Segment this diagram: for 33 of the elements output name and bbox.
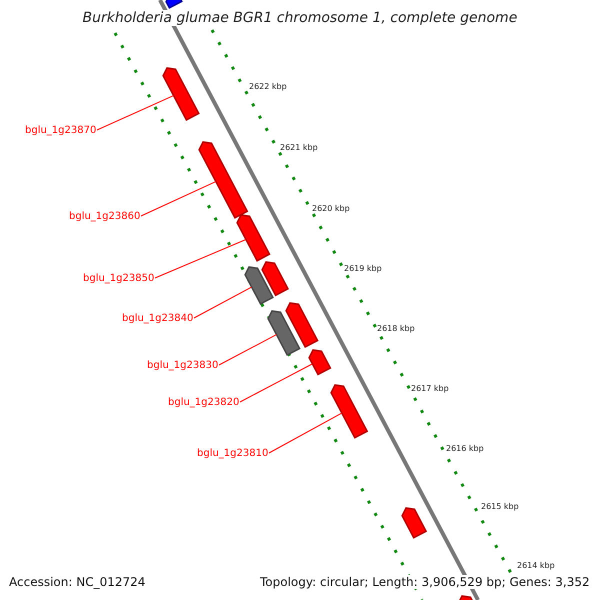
gene-label: bglu_1g23820: [168, 396, 240, 408]
gene-label: bglu_1g23840: [122, 312, 194, 324]
leader-line: [154, 239, 246, 278]
tick-label: 2622 kbp: [249, 82, 287, 90]
leader-line: [140, 181, 216, 216]
gene-label: bglu_1g23870: [25, 124, 96, 136]
gene-feature: [162, 67, 200, 122]
gene-label: bglu_1g23860: [69, 210, 140, 222]
gene-label: bglu_1g23850: [83, 272, 154, 284]
gene-feature: [198, 141, 248, 219]
leader-line: [96, 95, 174, 130]
tick-label: 2616 kbp: [446, 444, 484, 452]
tick-label: 2617 kbp: [411, 384, 449, 392]
tick-label: 2621 kbp: [280, 142, 318, 152]
leader-line: [218, 334, 277, 366]
gene-feature: [267, 310, 301, 356]
summary-text: Topology: circular; Length: 3,906,529 bp; Genes: 3,352: [260, 575, 590, 589]
leader-line: [268, 412, 342, 454]
gene-label: bglu_1g23830: [147, 360, 218, 370]
leader-line: [240, 363, 313, 402]
leader-line: [194, 286, 252, 318]
gene-feature: [236, 214, 271, 262]
gene-feature: [244, 266, 274, 305]
tick-label: 2619 kbp: [344, 264, 382, 272]
tick-label: 2620 kbp: [312, 204, 350, 212]
tick-label: 2614 kbp: [517, 560, 555, 570]
gene-feature: [330, 384, 368, 439]
accession-text: Accession: NC_012724: [9, 575, 146, 589]
gene-label: bglu_1g23810: [197, 448, 268, 458]
tick-label: 2618 kbp: [377, 324, 415, 332]
tick-label: 2615 kbp: [481, 502, 519, 510]
gene-feature: [308, 349, 332, 376]
map-title: Burkholderia glumae BGR1 chromosome 1, complete genome: [82, 10, 518, 26]
